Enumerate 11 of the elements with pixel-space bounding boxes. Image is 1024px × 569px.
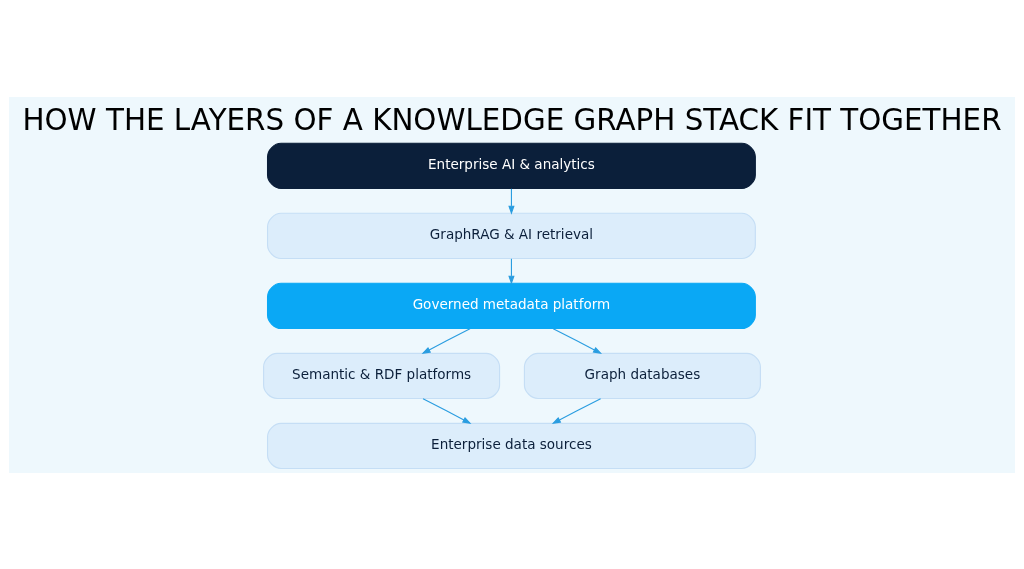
node-box: Enterprise AI & analytics <box>266 142 756 189</box>
node-box: GraphRAG & AI retrieval <box>266 212 756 259</box>
node-box: Graph databases <box>523 352 761 399</box>
node-box: Enterprise data sources <box>266 422 756 469</box>
node-box: Governed metadata platform <box>266 282 756 329</box>
node-box: Semantic & RDF platforms <box>263 352 501 399</box>
arrow <box>552 327 603 354</box>
diagram-title: HOW THE LAYERS OF A KNOWLEDGE GRAPH STACK FIT TOGETHER <box>22 102 1002 137</box>
arrow <box>422 397 472 424</box>
arrow <box>421 327 471 354</box>
arrow <box>551 397 602 424</box>
